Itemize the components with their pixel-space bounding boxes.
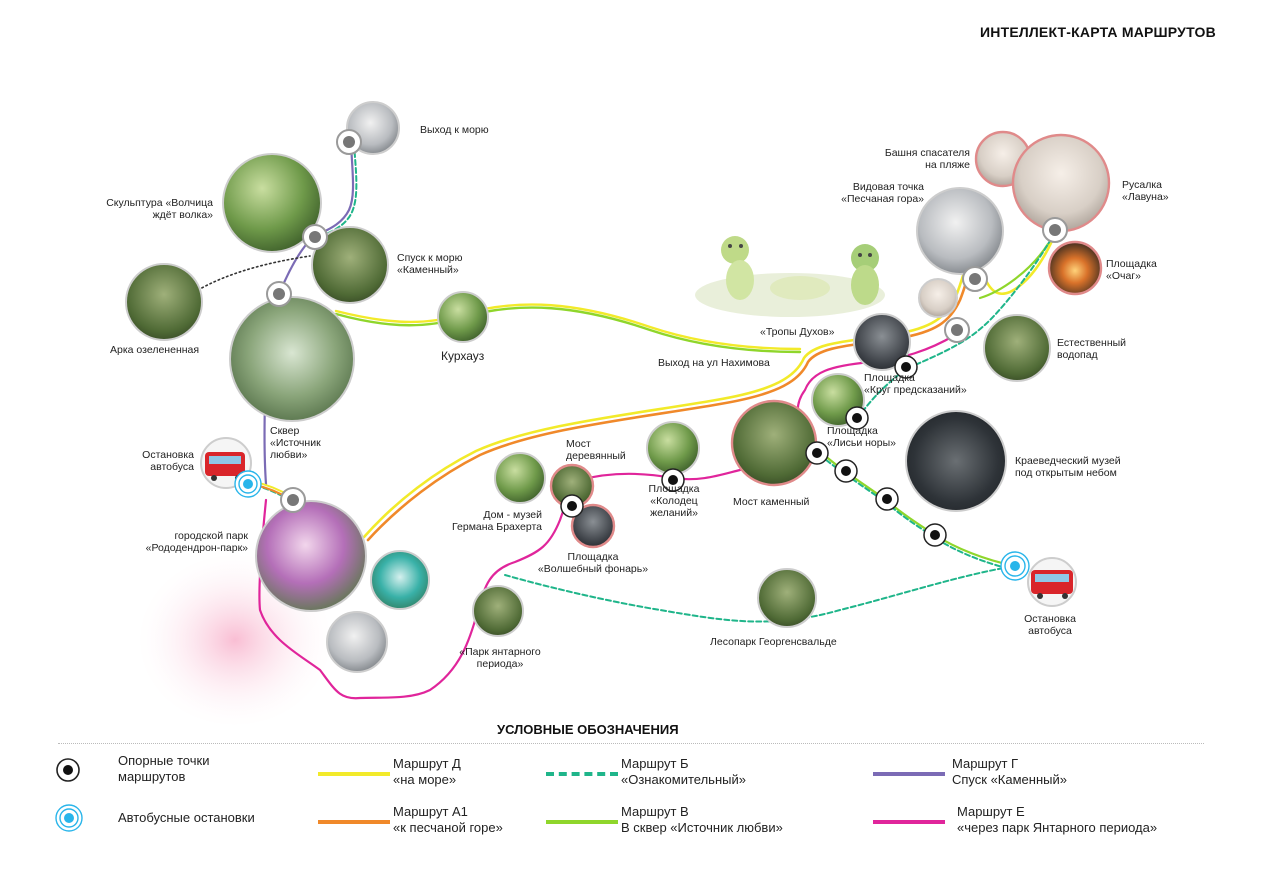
- label-kurhaus: Курхауз: [441, 349, 485, 363]
- legend-waypoints: Опорные точки маршрутов: [118, 753, 210, 784]
- photo-circles: [125, 101, 1111, 673]
- legend-route-v-line: [546, 820, 618, 824]
- photo-bridge-stone: [730, 399, 818, 487]
- waypoint-marker: [875, 487, 899, 511]
- label-tropy: «Тропы Духов»: [760, 326, 835, 338]
- label-tower: Башня спасателя на пляже: [884, 147, 970, 171]
- route-g-line: [263, 140, 355, 486]
- label-amber: «Парк янтарного периода»: [459, 646, 541, 670]
- route-d-line-top: [334, 303, 802, 351]
- label-rusalka: Русалка «Лавуна»: [1122, 179, 1169, 203]
- label-bridge-stone: Мост каменный: [733, 496, 810, 508]
- grey-markers: [266, 129, 1068, 513]
- legend-bus-stop-icon: [55, 804, 83, 832]
- label-rhodo: городской парк «Рододендрон-парк»: [145, 530, 248, 554]
- legend-route-g-line: [873, 772, 945, 776]
- photo-tropy: [853, 313, 911, 371]
- photo-house: [494, 452, 546, 504]
- photo-arch: [125, 263, 203, 341]
- label-kolodets: Площадка «Колодец желаний»: [648, 483, 700, 519]
- legend-route-e-line: [873, 820, 945, 824]
- photo-fonari: [570, 503, 616, 549]
- photo-viewpoint: [916, 187, 1004, 275]
- photo-pavilion: [326, 611, 388, 673]
- route-v-line-top: [334, 306, 802, 354]
- legend-route-g: Маршрут Г Спуск «Каменный»: [952, 756, 1067, 787]
- waypoint-marker: [805, 441, 829, 465]
- legend-route-b-line: [546, 772, 618, 776]
- label-viewpoint: Видовая точка «Песчаная гора»: [841, 181, 924, 205]
- legend-route-b: Маршрут Б «Ознакомительный»: [621, 756, 746, 787]
- label-lisi: Площадка «Лисьи норы»: [827, 425, 896, 449]
- photo-sculpture: [222, 153, 322, 253]
- photo-kolodets: [646, 421, 700, 475]
- legend-route-a1: Маршрут А1 «к песчаной горе»: [393, 804, 503, 835]
- waypoint-marker: [661, 468, 685, 492]
- waypoint-marker: [923, 523, 947, 547]
- label-arch: Арка озелененная: [110, 344, 200, 356]
- label-museum: Краеведческий музей под открытым небом: [1015, 455, 1121, 479]
- photo-waterfall: [983, 314, 1051, 382]
- photo-shell: [918, 278, 958, 318]
- label-fonari: Площадка «Волшебный фонарь»: [537, 551, 649, 575]
- legend-route-d: Маршрут Д «на море»: [393, 756, 461, 787]
- photo-forest: [757, 568, 817, 628]
- waypoint-marker: [894, 355, 918, 379]
- label-exit-sea: Выход к морю: [420, 124, 489, 136]
- label-sculpture: Скульптура «Волчица ждёт волка»: [106, 197, 213, 221]
- photo-descent: [311, 226, 389, 304]
- label-waterfall: Естественный водопад: [1057, 337, 1127, 361]
- waypoint-marker: [560, 494, 584, 518]
- arch-connector: [197, 255, 311, 291]
- label-exit-nakhimova: Выход на ул Нахимова: [658, 357, 770, 369]
- legend-title: УСЛОВНЫЕ ОБОЗНАЧЕНИЯ: [497, 722, 679, 737]
- photo-skver: [229, 296, 355, 422]
- legend-route-d-line: [318, 772, 390, 776]
- label-ochag: Площадка «Очаг»: [1106, 258, 1157, 282]
- label-bus-top: Остановка автобуса: [142, 449, 194, 473]
- photo-dome: [370, 550, 430, 610]
- map-title: ИНТЕЛЛЕКТ-КАРТА МАРШРУТОВ: [980, 24, 1216, 40]
- label-descent: Спуск к морю «Каменный»: [397, 252, 463, 276]
- legend-divider: [58, 743, 1204, 744]
- legend-route-v: Маршрут В В сквер «Источник любви»: [621, 804, 783, 835]
- legend-route-e: Маршрут Е «через парк Янтарного периода»: [957, 804, 1158, 835]
- label-bus-right: Остановка автобуса: [1024, 613, 1076, 637]
- legend-bus-stops: Автобусные остановки: [118, 810, 255, 825]
- photo-amber: [472, 585, 524, 637]
- waypoint-marker: [834, 459, 858, 483]
- label-house: Дом - музей Германа Брахерта: [452, 509, 542, 533]
- label-bridge-wood: Мост деревянный: [566, 438, 626, 462]
- photo-ochag: [1047, 240, 1103, 296]
- spirits-illustration: [695, 236, 885, 317]
- route-a1-line: [366, 248, 977, 542]
- label-krug: Площадка «Круг предсказаний»: [864, 372, 967, 396]
- bus-stop-marker: [1000, 551, 1030, 581]
- waypoint-markers: [560, 355, 947, 547]
- photo-rusalka: [1011, 133, 1111, 233]
- legend-route-a1-line: [318, 820, 390, 824]
- legend-waypoint-icon: [56, 758, 80, 782]
- route-e-line: [258, 333, 957, 700]
- photo-museum: [905, 410, 1007, 512]
- bus-stop-marker: [234, 470, 262, 498]
- label-skver: Сквер «Источник любви»: [270, 425, 321, 461]
- bus-icon: [1031, 570, 1073, 599]
- label-forest: Лесопарк Георгенсвальде: [710, 636, 837, 648]
- photo-rhodo: [255, 500, 367, 612]
- photo-kurhaus: [437, 291, 489, 343]
- waypoint-marker: [845, 406, 869, 430]
